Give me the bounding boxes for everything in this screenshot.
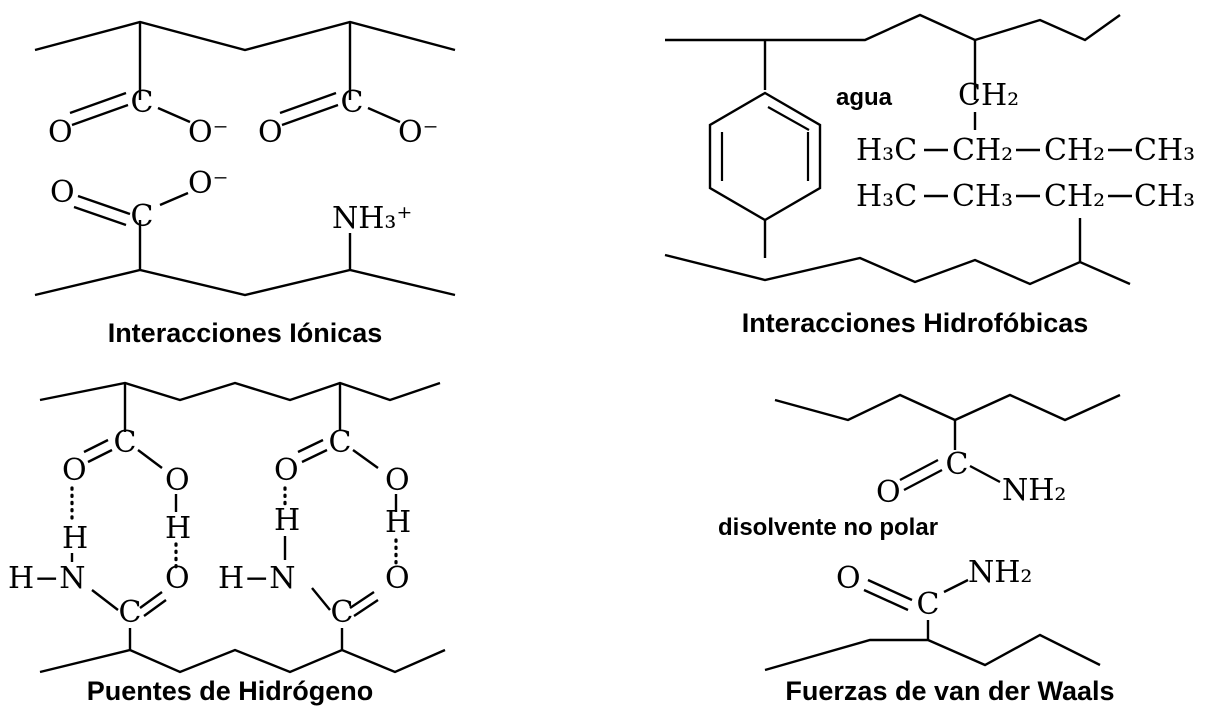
- atom-oxygen: O: [165, 561, 190, 596]
- hydrogen-bonds-panel: C C O O O O H H H H H−N O H−N O C C Puen…: [8, 381, 446, 706]
- hbond-top-carboxyl-bonds: [83, 438, 379, 469]
- ammonium-group: NH₃⁺: [332, 201, 412, 236]
- amide-nitrogen: H−N: [218, 561, 296, 596]
- van-der-waals-panel: C O NH₂ disolvente no polar O C NH₂ Fuer…: [718, 393, 1121, 706]
- methyl-group: CH₃: [1134, 133, 1195, 168]
- ionic-bottom-carboxyl-bonds: [73, 191, 189, 227]
- atom-carbon: C: [131, 85, 154, 120]
- caption-hydrophobic-interactions: Interacciones Hidrofóbicas: [742, 308, 1089, 338]
- hbond-amide-bonds: [91, 587, 379, 617]
- atom-hydrogen: H: [274, 503, 300, 538]
- atom-oxygen: O: [385, 463, 410, 498]
- atom-carbon: C: [946, 447, 969, 482]
- atom-carbon: C: [329, 425, 352, 460]
- label-nonpolar-solvent: disolvente no polar: [718, 514, 938, 541]
- atom-hydrogen: H: [385, 505, 411, 540]
- methyl-group: H₃C: [856, 179, 917, 214]
- amide-group: NH₂: [1002, 473, 1066, 508]
- ionic-bottom-backbone: [34, 268, 456, 297]
- ionic-interactions-panel: C C O O O⁻ O⁻ C O O⁻ NH₃⁺ Interacciones …: [34, 20, 456, 348]
- atom-carbon: C: [119, 595, 142, 630]
- atom-oxygen-anion: O⁻: [188, 115, 228, 150]
- caption-van-der-waals: Fuerzas de van der Waals: [785, 676, 1114, 706]
- methylene-group: CH₂: [1044, 179, 1105, 214]
- vdw-bottom-backbone: [764, 633, 1101, 672]
- hydrophobic-bottom-backbone: [664, 253, 1131, 286]
- atom-carbon: C: [917, 587, 940, 622]
- atom-oxygen: O: [48, 115, 73, 150]
- ionic-top-sidechains: [138, 22, 352, 100]
- atom-oxygen: O: [836, 561, 861, 596]
- caption-ionic-interactions: Interacciones Iónicas: [108, 318, 383, 348]
- atom-carbon: C: [331, 595, 354, 630]
- ionic-top-backbone: [34, 20, 456, 52]
- label-water: agua: [836, 84, 893, 111]
- methyl-group: CH₃: [952, 179, 1013, 214]
- atom-oxygen: O: [258, 115, 283, 150]
- atom-carbon: C: [114, 425, 137, 460]
- ionic-bottom-sidechains: [138, 220, 352, 270]
- atom-oxygen-anion: O⁻: [398, 115, 438, 150]
- atom-oxygen: O: [385, 561, 410, 596]
- atom-oxygen: O: [50, 175, 75, 210]
- atom-carbon: C: [341, 85, 364, 120]
- hbond-top-backbone: [39, 381, 441, 402]
- atom-oxygen: O: [62, 453, 87, 488]
- hbond-bottom-backbone: [39, 648, 446, 674]
- methyl-group: H₃C: [856, 133, 917, 168]
- hydrophobic-top-sidechains: [763, 40, 977, 100]
- hydrophobic-top-backbone: [665, 13, 1121, 42]
- hbond-top-sidechains: [123, 383, 342, 432]
- atom-oxygen-anion: O⁻: [188, 166, 228, 201]
- vdw-top-backbone: [774, 393, 1121, 422]
- atom-hydrogen: H: [165, 511, 191, 546]
- vdw-top-amide-bonds: [899, 458, 1001, 492]
- benzene-inner-bonds: [720, 106, 810, 181]
- caption-hydrogen-bonds: Puentes de Hidrógeno: [87, 676, 374, 706]
- methylene-group: CH₂: [958, 78, 1019, 113]
- atom-carbon: C: [131, 199, 154, 234]
- amide-group: NH₂: [968, 555, 1032, 590]
- atom-oxygen: O: [876, 475, 901, 510]
- vdw-bottom-amide-bonds: [863, 578, 969, 612]
- ionic-top-carboxyl-bonds: [69, 91, 401, 127]
- hydrophobic-interactions-panel: agua CH₂ H₃C CH₂ CH₂ CH₃ H₃C CH₃ CH₂ CH₃…: [664, 13, 1195, 338]
- methylene-group: CH₂: [952, 133, 1013, 168]
- hbond-bottom-sidechains: [128, 628, 344, 650]
- methyl-group: CH₃: [1134, 179, 1195, 214]
- benzene-ring: [708, 91, 822, 222]
- atom-oxygen: O: [274, 453, 299, 488]
- amide-nitrogen: H−N: [8, 561, 86, 596]
- methylene-group: CH₂: [1044, 133, 1105, 168]
- atom-hydrogen: H: [62, 521, 88, 556]
- atom-oxygen: O: [165, 463, 190, 498]
